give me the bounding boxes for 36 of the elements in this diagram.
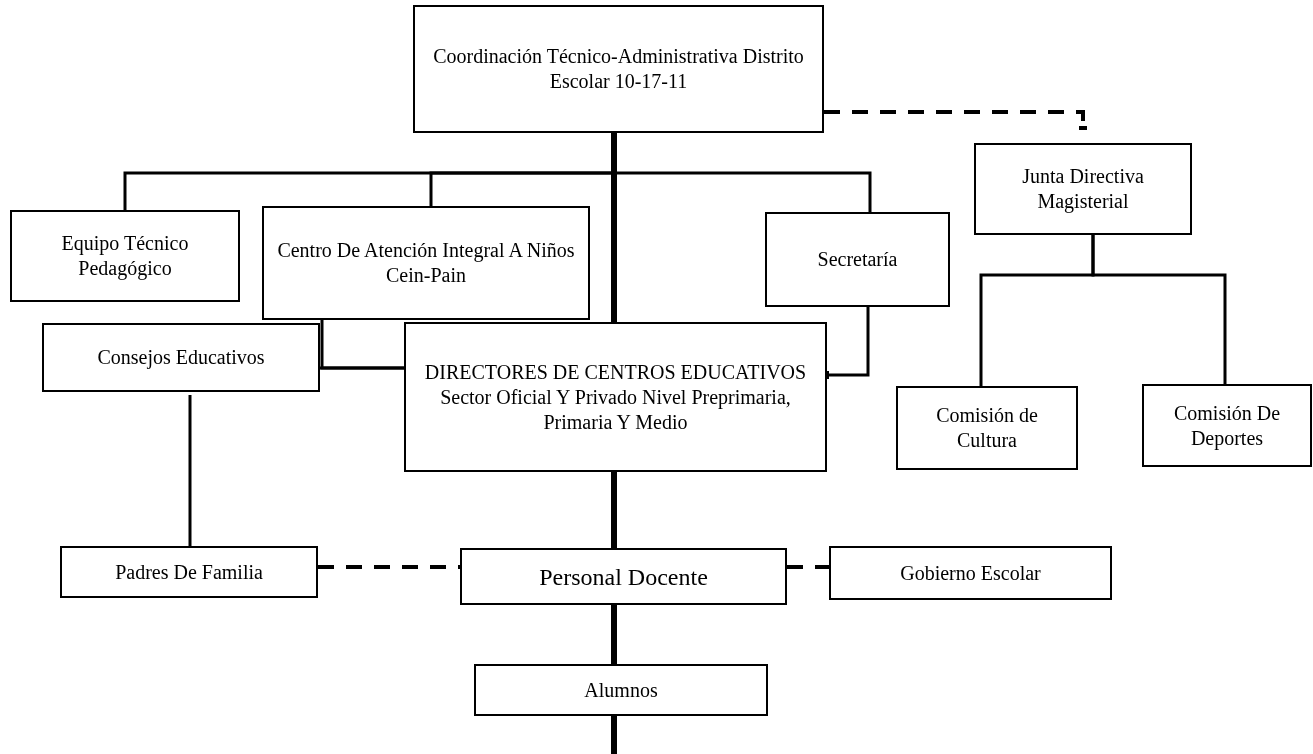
org-box (974, 143, 1192, 235)
connector-line (320, 366, 404, 370)
box-label: Equipo Técnico Pedagógico (60, 231, 190, 281)
connector-line (611, 472, 617, 548)
org-box (460, 548, 787, 605)
org-box (262, 206, 590, 320)
org-box (896, 386, 1078, 470)
connector-line (611, 716, 617, 754)
box-label: Personal Docente (539, 562, 708, 592)
box-label: Junta Directiva Magisterial (1021, 164, 1145, 214)
box-label: Comisión De Deportes (1172, 400, 1282, 451)
org-box (10, 210, 240, 302)
box-label: Alumnos (584, 677, 658, 703)
box-label: Padres De Familia (115, 559, 263, 585)
dashed-connector (318, 565, 460, 569)
dashed-connector (824, 110, 1089, 130)
box-label: DIRECTORES DE CENTROS EDUCATIVOS Sector Oficial Y Privado Nivel Preprimaria, Primaria Y Medio (423, 359, 808, 435)
connector-line (611, 133, 617, 322)
dashed-connector (787, 565, 829, 569)
connector-line (1091, 235, 1227, 384)
box-label: Coordinación Técnico-Administrativa Distrito Escolar 10-17-11 (432, 44, 805, 94)
org-box (829, 546, 1112, 600)
connector-line (188, 395, 192, 546)
org-box (42, 323, 320, 392)
connector-line (611, 605, 617, 664)
org-box (413, 5, 824, 133)
box-label: Centro De Atención Integral A Niños Cein-Pain (276, 238, 576, 288)
org-box (1142, 384, 1312, 467)
org-box (60, 546, 318, 598)
org-box (765, 212, 950, 307)
org-box (474, 664, 768, 716)
box-label: Gobierno Escolar (900, 560, 1041, 586)
box-label: Secretaría (817, 247, 898, 272)
box-label: Comisión de Cultura (935, 403, 1039, 453)
org-box (404, 322, 827, 472)
box-label: Consejos Educativos (97, 345, 265, 370)
